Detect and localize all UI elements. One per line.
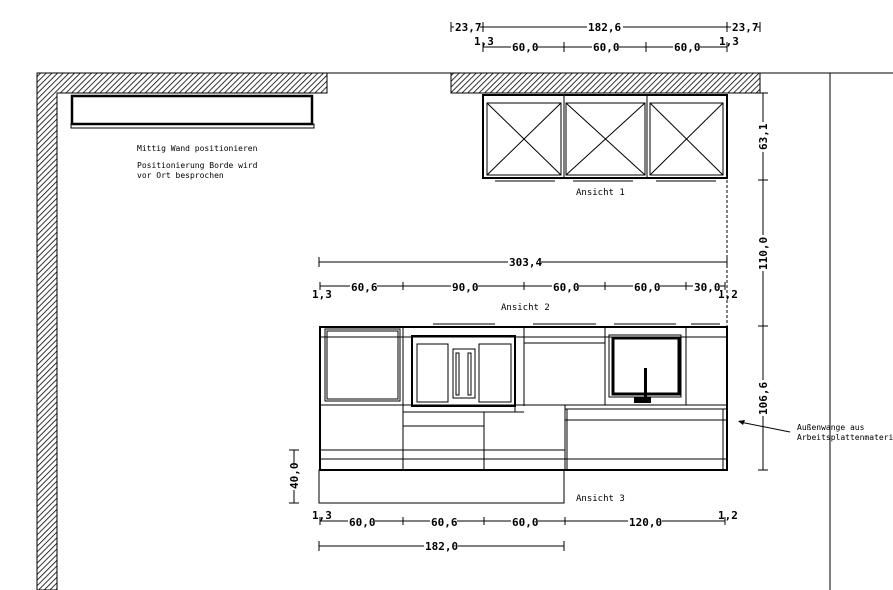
dim-gap-height: 110,0	[757, 237, 770, 270]
dim-bottom-seg-1: 60,0	[349, 516, 376, 529]
dim-plinth-height: 40,0	[288, 463, 301, 490]
dim-wall-cab-2: 60,0	[593, 41, 620, 54]
dim-mid-seg-3: 60,0	[553, 281, 580, 294]
view-label-3: Ansicht 3	[576, 494, 625, 504]
dim-mid-offset-left: 1,3	[312, 288, 332, 301]
dim-top-offset-left: 1,3	[474, 35, 494, 48]
dim-mid-offset-right: 1,2	[718, 288, 738, 301]
wall-shelf	[70, 94, 315, 129]
view-label-1: Ansicht 1	[576, 188, 625, 198]
wall-cabinets	[482, 94, 728, 182]
floor-unit-outline	[318, 469, 565, 504]
plinth-dimension: 40,0	[288, 449, 301, 504]
note-shelf-positioning: Positionierung Borde wird	[137, 161, 258, 170]
dim-wall-cab-height: 63,1	[757, 123, 770, 150]
note-discussed-on-site: vor Ort besprochen	[137, 171, 224, 180]
top-dimensions: 23,7 182,6 23,7 1,3 1,3 60,0 60,0 60,0	[450, 20, 761, 54]
dim-mid-seg-2: 90,0	[452, 281, 479, 294]
dim-bottom-offset-right: 1,2	[718, 509, 738, 522]
dim-bottom-offset-left: 1,3	[312, 509, 332, 522]
dim-top-total: 182,6	[588, 21, 621, 34]
dim-mid-seg-1: 60,6	[351, 281, 378, 294]
dim-wall-cab-3: 60,0	[674, 41, 701, 54]
dim-bottom-total: 182,0	[425, 540, 458, 553]
bottom-dimensions: 1,3 1,2 60,0 60,6 60,0 120,0 182,0	[312, 509, 738, 553]
annotation-line-2: Arbeitsplattenmaterial	[797, 433, 893, 442]
note-center-wall: Mittig Wand positionieren	[137, 144, 258, 153]
dim-top-left: 23,7	[455, 21, 482, 34]
dim-bottom-seg-3: 60,0	[512, 516, 539, 529]
dim-mid-seg-4: 60,0	[634, 281, 661, 294]
right-dimensions: 63,1 110,0 106,6	[726, 92, 770, 471]
dim-bottom-seg-2: 60,6	[431, 516, 458, 529]
dim-bottom-seg-4: 120,0	[629, 516, 662, 529]
view-label-2: Ansicht 2	[501, 303, 550, 313]
annotation-line-1: Außenwange aus	[797, 423, 865, 432]
walls	[36, 72, 893, 590]
dim-total-width: 303,4	[509, 256, 542, 269]
side-panel-annotation: Außenwange aus Arbeitsplattenmaterial	[738, 420, 893, 442]
dim-wall-cab-1: 60,0	[512, 41, 539, 54]
dim-top-offset-right: 1,3	[719, 35, 739, 48]
middle-dimensions: 303,4 1,3 1,2 60,6 90,0 60,0 60,0 30,0	[312, 256, 738, 301]
dim-mid-seg-5: 30,0	[694, 281, 721, 294]
dim-base-height: 106,6	[757, 382, 770, 415]
base-cabinets	[319, 323, 728, 471]
dim-top-right: 23,7	[732, 21, 759, 34]
